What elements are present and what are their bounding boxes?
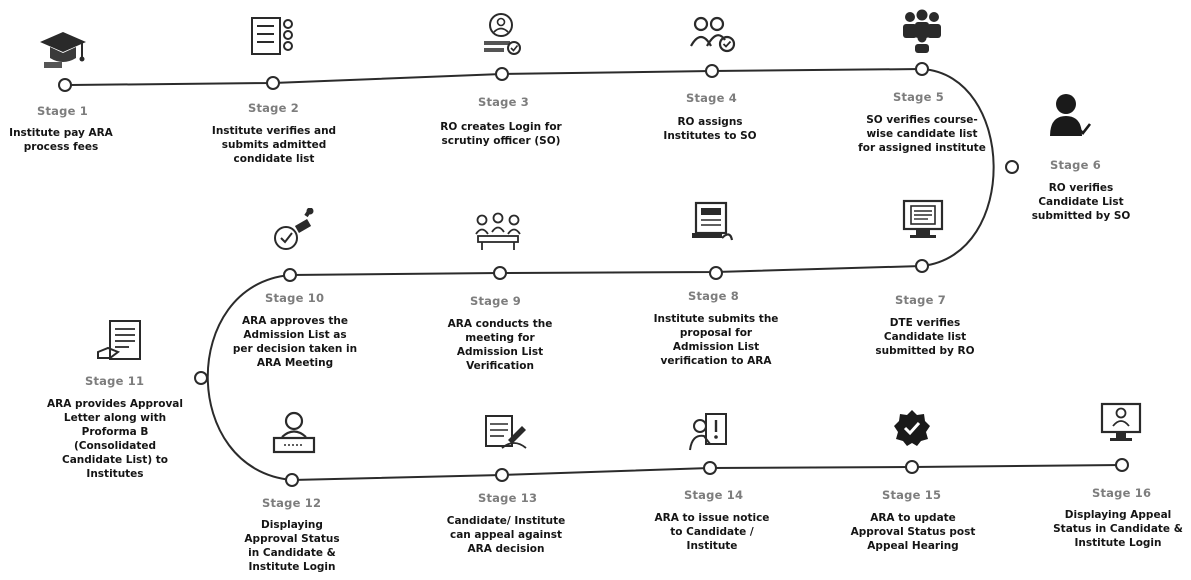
stage-3-title: Stage 3 xyxy=(478,95,529,109)
stage-3-node xyxy=(495,67,509,81)
checklist-icon xyxy=(251,17,293,55)
user-login-icon xyxy=(484,13,521,55)
stage-16-title: Stage 16 xyxy=(1092,486,1152,500)
stage-11-title: Stage 11 xyxy=(85,374,145,388)
stage-10-node xyxy=(283,268,297,282)
stage-14-node xyxy=(703,461,717,475)
status-display-icon xyxy=(272,411,316,454)
stage-8-node xyxy=(709,266,723,280)
stage-7-node xyxy=(915,259,929,273)
stage-3-description: RO creates Login for scrutiny officer (S… xyxy=(440,121,562,147)
meeting-icon xyxy=(475,212,521,250)
stage-9-node xyxy=(493,266,507,280)
stage-11-description: ARA provides Approval Letter along with … xyxy=(47,398,183,480)
stage-5-node xyxy=(915,62,929,76)
stage-2-description: Institute verifies and submits admitted … xyxy=(211,125,337,165)
stage-10-description: ARA approves the Admission List as per d… xyxy=(232,315,358,369)
stage-10-title: Stage 10 xyxy=(265,291,325,305)
stage-14-title: Stage 14 xyxy=(684,488,744,502)
stage-2-node xyxy=(266,76,280,90)
user-check-icon xyxy=(1050,94,1092,136)
stage-15-description: ARA to update Approval Status post Appea… xyxy=(850,512,976,552)
notice-icon xyxy=(689,413,727,451)
graduation-cap-icon xyxy=(40,32,86,68)
stage-11-node xyxy=(194,371,208,385)
approval-stamp-icon xyxy=(274,208,314,250)
stage-9-title: Stage 9 xyxy=(470,294,521,308)
stage-4-description: RO assigns Institutes to SO xyxy=(663,116,757,142)
stage-12-node xyxy=(285,473,299,487)
computer-user-icon xyxy=(1100,402,1142,441)
stage-4-node xyxy=(705,64,719,78)
stage-1-node xyxy=(58,78,72,92)
stage-13-title: Stage 13 xyxy=(478,491,538,505)
stage-6-description: RO verifies Candidate List submitted by … xyxy=(1031,182,1131,222)
stage-12-description: Displaying Approval Status in Candidate … xyxy=(244,519,340,573)
stage-13-description: Candidate/ Institute can appeal against … xyxy=(446,515,566,555)
verified-badge-icon xyxy=(894,410,930,446)
stage-14-description: ARA to issue notice to Candidate / Insti… xyxy=(654,512,770,552)
stage-1-title: Stage 1 xyxy=(37,104,88,118)
stage-1-description: Institute pay ARA process fees xyxy=(9,127,113,153)
stage-4-title: Stage 4 xyxy=(686,91,737,105)
stage-9-description: ARA conducts the meeting for Admission L… xyxy=(447,318,553,372)
stage-13-node xyxy=(495,468,509,482)
connector-row2 xyxy=(289,265,923,276)
team-icon xyxy=(903,9,941,53)
stage-15-node xyxy=(905,460,919,474)
stage-6-title: Stage 6 xyxy=(1050,158,1101,172)
stage-6-node xyxy=(1005,160,1019,174)
document-submit-icon xyxy=(692,201,734,241)
stage-16-description: Displaying Appeal Status in Candidate & … xyxy=(1053,509,1183,549)
stage-8-title: Stage 8 xyxy=(688,289,739,303)
stage-8-description: Institute submits the proposal for Admis… xyxy=(653,313,779,367)
monitor-document-icon xyxy=(902,199,944,238)
stage-7-title: Stage 7 xyxy=(895,293,946,307)
stage-15-title: Stage 15 xyxy=(882,488,942,502)
stage-16-node xyxy=(1115,458,1129,472)
user-group-check-icon xyxy=(690,16,736,53)
appeal-icon xyxy=(485,415,527,449)
stage-2-title: Stage 2 xyxy=(248,101,299,115)
stage-12-title: Stage 12 xyxy=(262,496,322,510)
stage-5-description: SO verifies course-wise candidate list f… xyxy=(858,114,986,154)
stage-5-title: Stage 5 xyxy=(893,90,944,104)
stage-7-description: DTE verifies Candidate list submitted by… xyxy=(875,317,975,357)
connector-right-curve xyxy=(921,68,995,267)
approval-letter-icon xyxy=(97,320,141,360)
